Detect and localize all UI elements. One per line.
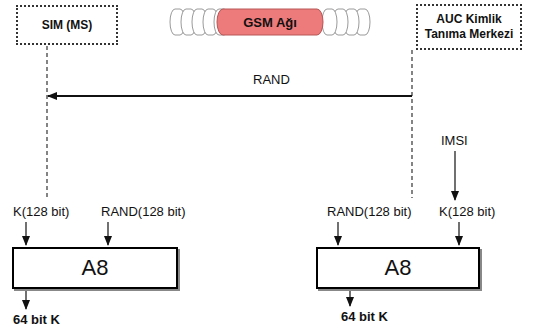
lifeline-auc <box>411 50 412 198</box>
node-text: GSM Ağı <box>243 15 297 30</box>
output-label: 64 bit K <box>340 309 389 325</box>
input-label: K(128 bit) <box>12 204 70 220</box>
entity-box: AUC Kimlik Tanıma Merkezi <box>416 4 522 50</box>
imsi-arrow <box>454 151 455 200</box>
entity-box: SIM (MS) <box>16 5 118 45</box>
algorithm-box: A8 <box>316 247 480 289</box>
identifier-label: IMSI <box>440 133 469 149</box>
input-arrow <box>458 222 459 245</box>
node-text: SIM (MS) <box>42 18 93 33</box>
input-arrow <box>337 222 338 245</box>
input-arrow <box>25 222 26 245</box>
input-label: RAND(128 bit) <box>100 204 187 220</box>
output-label: 64 bit K <box>12 312 61 328</box>
network-band: GSM Ağı <box>168 8 372 36</box>
node-text: A8 <box>385 255 412 281</box>
input-label: K(128 bit) <box>438 204 496 220</box>
lifeline-sim <box>46 46 47 198</box>
algorithm-box: A8 <box>12 247 178 289</box>
node-text: AUC Kimlik Tanıma Merkezi <box>424 12 514 42</box>
message-label: RAND <box>252 72 291 88</box>
output-arrow <box>349 291 350 306</box>
input-arrow <box>107 222 108 245</box>
input-label: RAND(128 bit) <box>326 204 413 220</box>
output-arrow <box>25 291 26 309</box>
node-text: A8 <box>82 255 109 281</box>
rand-arrow <box>48 95 412 97</box>
